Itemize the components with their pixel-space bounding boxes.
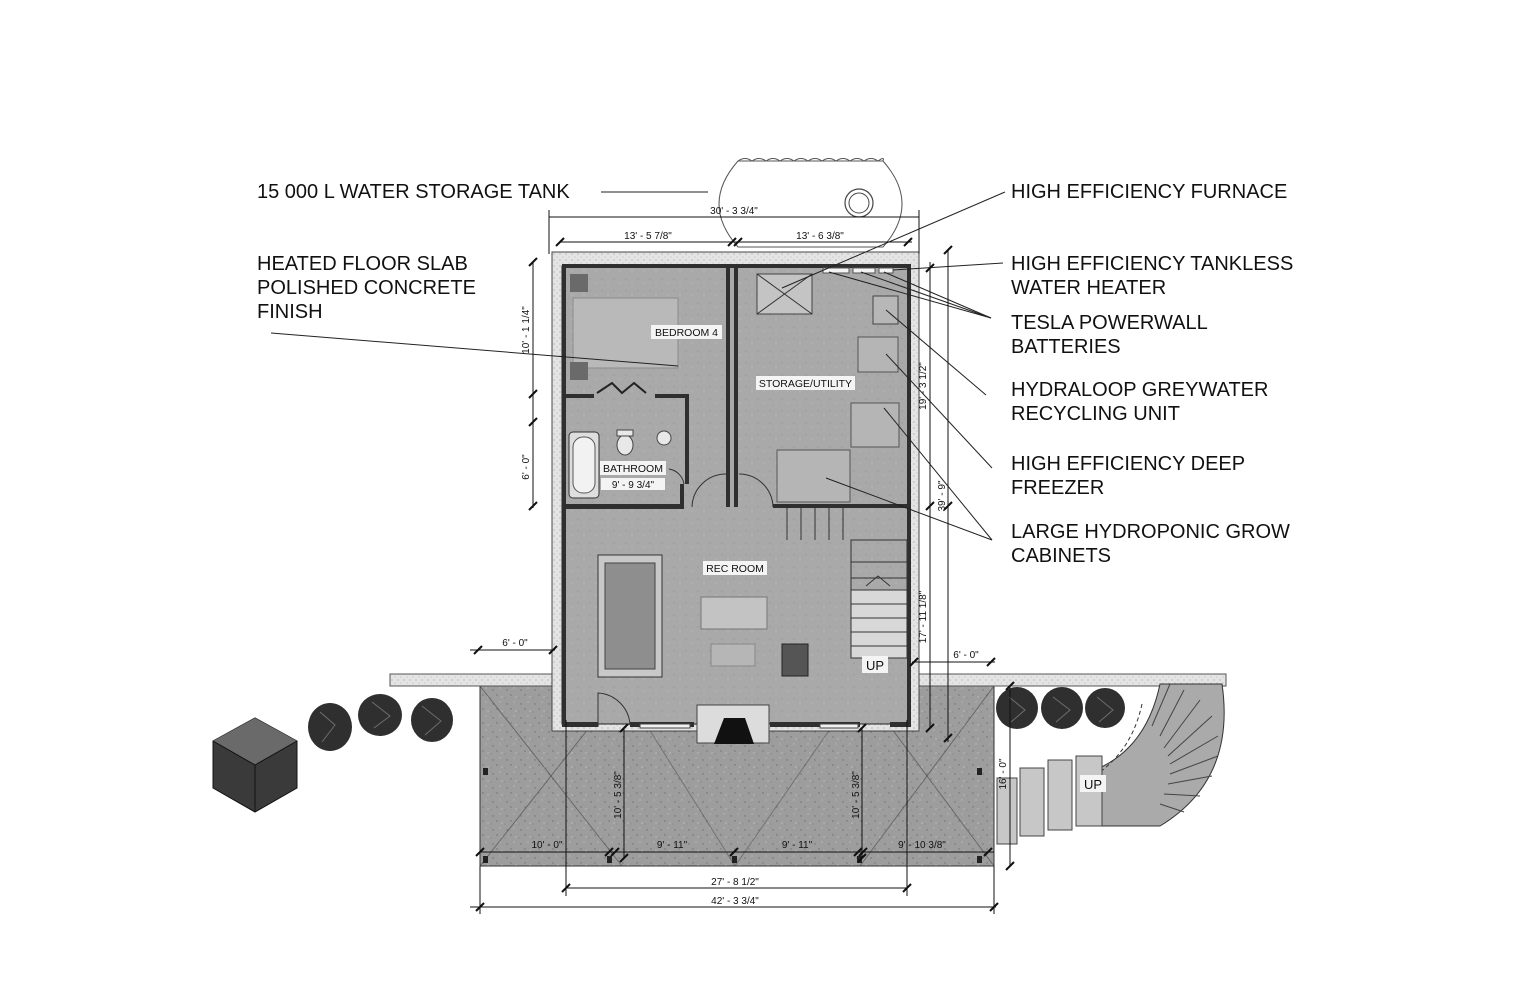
dim-seg-1: 10' - 0" (531, 840, 562, 851)
dim-patio-right: 6' - 0" (953, 650, 979, 661)
dim-top-left: 13' - 5 7/8" (624, 231, 672, 242)
callout-floor-slab-line-2: POLISHED CONCRETE (257, 277, 476, 299)
dim-patio-depth-right: 10' - 5 3/8" (851, 771, 862, 819)
callout-hydraloop-line-1: HYDRALOOP GREYWATER (1011, 379, 1268, 401)
room-label-bathroom: BATHROOM (603, 463, 663, 475)
callout-labels: 15 000 L WATER STORAGE TANK HEATED FLOOR… (257, 181, 1293, 567)
dim-seg-2: 9' - 11" (657, 840, 688, 851)
isometric-block (212, 717, 298, 813)
dim-bath-width: 9' - 9 3/4" (612, 480, 655, 491)
callout-freezer-line-1: HIGH EFFICIENCY DEEP (1011, 453, 1245, 475)
room-label-bedroom: BEDROOM 4 (655, 327, 718, 339)
callout-floor-slab-line-1: HEATED FLOOR SLAB (257, 253, 468, 275)
callout-grow-line-2: CABINETS (1011, 545, 1111, 567)
dim-patio-left: 6' - 0" (502, 638, 528, 649)
retaining-walls (389, 673, 1227, 687)
dim-right-total: 39' - 9" (937, 480, 948, 511)
dim-top-right: 13' - 6 3/8" (796, 231, 844, 242)
utility-equipment (691, 267, 900, 508)
callout-floor-slab-line-3: FINISH (257, 301, 323, 323)
dim-house-width: 27' - 8 1/2" (711, 877, 759, 888)
leader-lines (270, 191, 1006, 541)
dimension-labels: 30' - 3 3/4" 13' - 5 7/8" 13' - 6 3/8" 1… (502, 206, 1009, 907)
interior-stair (786, 508, 908, 659)
exterior-curved-stair (996, 683, 1225, 845)
callout-powerwall-line-1: TESLA POWERWALL (1011, 312, 1208, 334)
callout-hydraloop-line-2: RECYCLING UNIT (1011, 403, 1180, 425)
bathroom-fixtures (568, 429, 685, 499)
callout-furnace: HIGH EFFICIENCY FURNACE (1011, 181, 1287, 203)
dim-right-lower: 17' - 11 1/8" (918, 590, 929, 643)
dim-tank-width: 30' - 3 3/4" (710, 206, 758, 217)
dim-left-upper: 10' - 1 1/4" (521, 306, 532, 354)
callout-grow-line-1: LARGE HYDROPONIC GROW (1011, 521, 1290, 543)
callout-freezer-line-2: FREEZER (1011, 477, 1104, 499)
dimension-lines (470, 210, 1015, 914)
dim-seg-3: 9' - 11" (782, 840, 813, 851)
interior-walls (562, 264, 911, 727)
callout-water-tank: 15 000 L WATER STORAGE TANK (257, 181, 570, 203)
room-labels: BEDROOM 4 STORAGE/UTILITY BATHROOM REC R… (600, 325, 1106, 792)
callout-tankless-line-1: HIGH EFFICIENCY TANKLESS (1011, 253, 1293, 275)
dim-left-lower: 6' - 0" (521, 454, 532, 480)
dim-seg-4: 9' - 10 3/8" (898, 840, 946, 851)
room-label-storage: STORAGE/UTILITY (759, 378, 852, 390)
water-storage-tank (718, 158, 903, 248)
dim-right-upper: 19' - 3 1/2" (918, 362, 929, 410)
dim-overall-width: 42' - 3 3/4" (711, 896, 759, 907)
stair-up-label: UP (866, 658, 884, 673)
boulders (308, 687, 1125, 751)
dim-patio-depth-left: 10' - 5 3/8" (613, 771, 624, 819)
callout-powerwall-line-2: BATTERIES (1011, 336, 1121, 358)
rec-room-furniture (597, 554, 859, 744)
room-label-rec: REC ROOM (706, 563, 764, 575)
exterior-stair-up-label: UP (1084, 777, 1102, 792)
callout-tankless-line-2: WATER HEATER (1011, 277, 1166, 299)
dim-ext-depth: 16' - 0" (998, 758, 1009, 789)
